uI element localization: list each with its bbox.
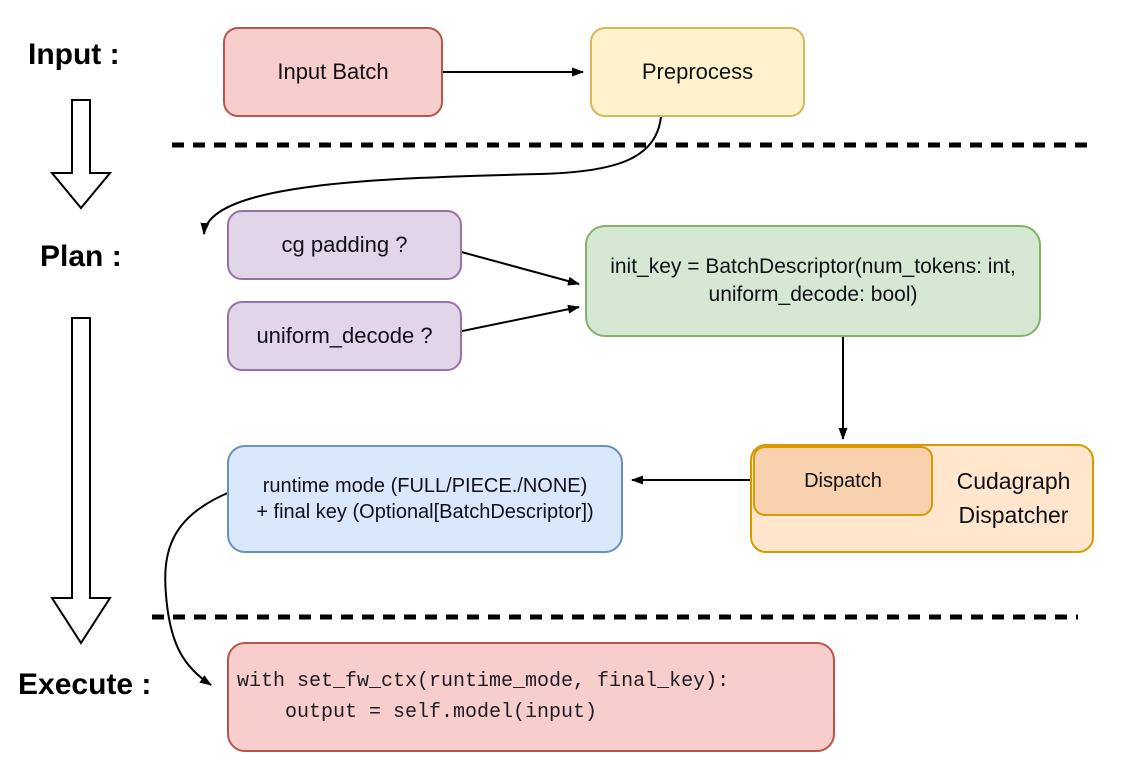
node-cudagraph-dispatcher-label: Cudagraph Dispatcher <box>933 444 1094 553</box>
node-uniform-decode-label: uniform_decode ? <box>256 323 433 349</box>
stage-label-plan: Plan : <box>40 240 122 273</box>
node-init-key-line2: uniform_decode: bool) <box>708 283 918 306</box>
node-uniform-decode: uniform_decode ? <box>227 301 462 371</box>
input-to-plan-arrow <box>49 99 113 210</box>
node-dispatch-label: Dispatch <box>804 469 882 492</box>
connector-preprocess-cgpadding <box>200 116 662 235</box>
execute-code-line1: with set_fw_ctx(runtime_mode, final_key)… <box>237 670 730 693</box>
node-dispatch: Dispatch <box>753 446 933 516</box>
connector-cgpadding-initkey <box>442 246 580 286</box>
connector-uniformdecode-initkey <box>442 304 580 336</box>
node-input-batch: Input Batch <box>223 27 443 117</box>
node-execute-code: with set_fw_ctx(runtime_mode, final_key)… <box>227 642 835 752</box>
stage-label-input: Input : <box>28 38 120 71</box>
node-input-batch-label: Input Batch <box>277 59 389 85</box>
node-cg-padding: cg padding ? <box>227 210 462 280</box>
node-preprocess: Preprocess <box>590 27 805 117</box>
node-init-key-line1: init_key = BatchDescriptor(num_tokens: i… <box>610 255 1016 279</box>
connector-runtimemode-execute <box>164 491 231 686</box>
node-runtime-mode-line1: runtime mode (FULL/PIECE./NONE) <box>262 474 588 497</box>
execute-code-line2: output = self.model(input) <box>237 701 598 724</box>
node-init-key: init_key = BatchDescriptor(num_tokens: i… <box>585 225 1041 337</box>
node-runtime-mode-line2: + final key (Optional[BatchDescriptor]) <box>256 501 594 523</box>
cudagraph-label-line1: Cudagraph <box>956 468 1071 495</box>
plan-to-execute-arrow <box>50 317 112 645</box>
cudagraph-label-line2: Dispatcher <box>958 501 1069 528</box>
node-preprocess-label: Preprocess <box>641 59 754 85</box>
stage-label-execute: Execute : <box>18 668 152 701</box>
node-runtime-mode: runtime mode (FULL/PIECE./NONE) + final … <box>227 445 623 553</box>
node-cg-padding-label: cg padding ? <box>281 232 408 258</box>
